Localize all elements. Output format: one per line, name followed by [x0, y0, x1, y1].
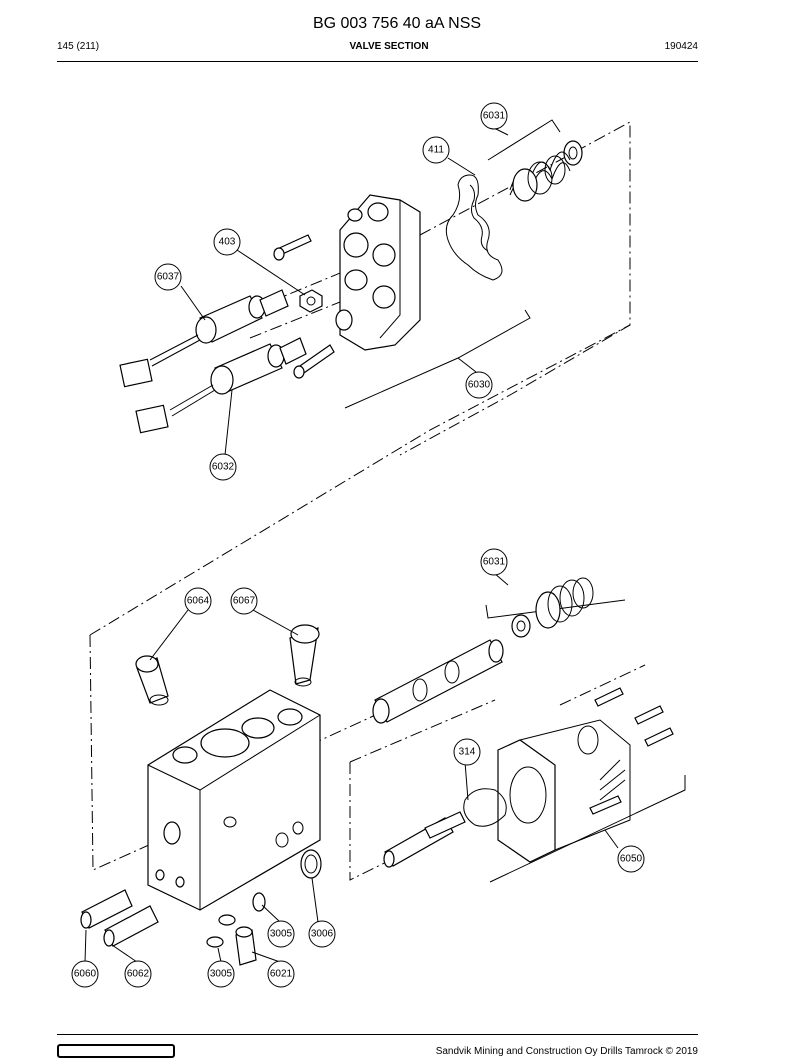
callout-314: 314	[453, 738, 481, 766]
svg-text:6060: 6060	[74, 969, 97, 980]
brand-logo	[57, 1044, 175, 1058]
valve-body-top	[335, 194, 421, 351]
bolt-top-2	[293, 344, 335, 379]
callout-3005-left: 3005	[207, 960, 235, 988]
callout-6031-bottom: 6031	[480, 548, 508, 576]
svg-text:6050: 6050	[620, 854, 643, 865]
plug-6062	[103, 905, 159, 947]
footer-rule	[57, 1034, 698, 1035]
callout-6050: 6050	[617, 845, 645, 873]
callout-6030: 6030	[465, 371, 493, 399]
spring-bottom	[511, 577, 594, 638]
svg-text:6067: 6067	[233, 596, 256, 607]
svg-text:6062: 6062	[127, 969, 150, 980]
shaft	[383, 811, 466, 868]
nut-403	[299, 289, 323, 313]
callout-6062: 6062	[124, 960, 152, 988]
callout-6021: 6021	[267, 960, 295, 988]
svg-text:6032: 6032	[212, 462, 235, 473]
footer-copyright: Sandvik Mining and Construction Oy Drill…	[435, 1046, 698, 1057]
valve-body-6050	[497, 719, 631, 863]
callout-6037: 6037	[154, 263, 182, 291]
svg-text:3006: 3006	[311, 929, 334, 940]
callout-3006: 3006	[308, 920, 336, 948]
callout-411: 411	[422, 136, 450, 164]
document-date: 190424	[664, 41, 698, 52]
gasket-411	[445, 174, 503, 281]
top-assembly-outline	[89, 119, 631, 636]
callout-6064: 6064	[184, 587, 212, 615]
cartridge-6064	[135, 655, 169, 706]
svg-text:411: 411	[428, 145, 444, 156]
svg-text:6030: 6030	[468, 380, 491, 391]
plug-6060	[80, 889, 133, 929]
cartridge-6067	[289, 624, 320, 687]
valve-block-bottom	[147, 689, 321, 911]
svg-text:6021: 6021	[270, 969, 293, 980]
svg-text:6037: 6037	[157, 272, 180, 283]
callout-6032: 6032	[209, 453, 237, 481]
svg-text:3005: 3005	[270, 929, 293, 940]
svg-text:6031: 6031	[483, 111, 506, 122]
bolt-top	[273, 234, 312, 261]
callout-6067: 6067	[230, 587, 258, 615]
svg-text:3005: 3005	[210, 969, 233, 980]
leader-lines-top	[180, 127, 509, 456]
washers-plugs-bottom	[206, 849, 322, 966]
svg-text:403: 403	[219, 237, 236, 248]
callout-6060: 6060	[71, 960, 99, 988]
document-title: BG 003 756 40 aA NSS	[312, 15, 482, 32]
gasket-314	[463, 788, 507, 827]
svg-text:314: 314	[459, 747, 476, 758]
bolts-right	[589, 687, 674, 815]
svg-text:6064: 6064	[187, 596, 210, 607]
svg-text:6031: 6031	[483, 557, 506, 568]
leader-lines-bottom	[84, 572, 619, 963]
solenoid-6032	[135, 337, 307, 434]
section-title: VALVE SECTION	[349, 41, 429, 52]
callout-403: 403	[213, 228, 241, 256]
header-rule	[57, 61, 698, 62]
callout-3005-right: 3005	[267, 920, 295, 948]
callout-6031-top: 6031	[480, 102, 508, 130]
spool	[372, 639, 504, 724]
page-number: 145 (211)	[57, 41, 100, 52]
spring-top	[509, 140, 583, 202]
solenoid-6037	[119, 289, 289, 388]
